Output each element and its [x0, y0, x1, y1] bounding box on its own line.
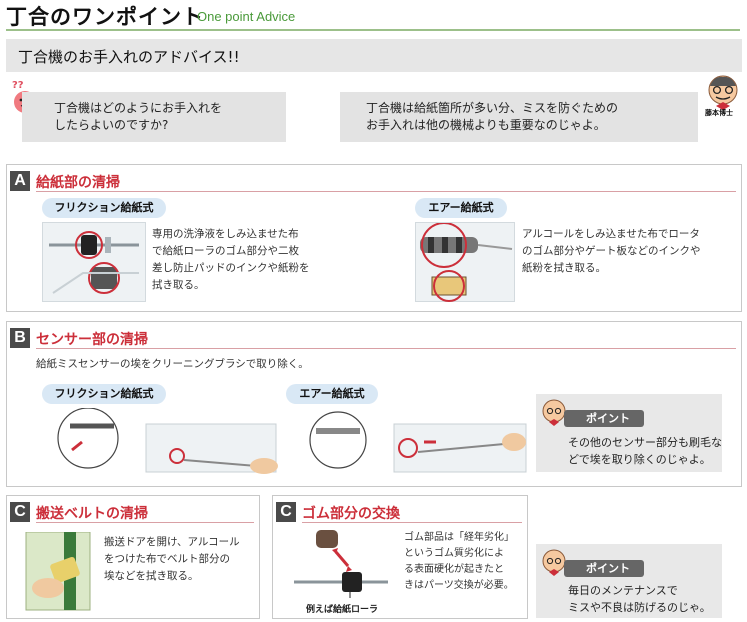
answer-bubble: 丁合機は給紙箇所が多い分、ミスを防ぐための お手入れは他の機械よりも重要なのじゃ… — [340, 92, 698, 142]
section-b-desc: 給紙ミスセンサーの埃をクリーニングブラシで取り除く。 — [36, 358, 309, 370]
desc-line: のゴム部分やゲート板などのインクや — [522, 245, 701, 257]
desc-line: というゴム質劣化によ — [404, 548, 504, 559]
roller-replacement-illustration — [284, 526, 394, 600]
section-b-air-pill: エアー給紙式 — [286, 384, 378, 404]
section-c-rubber-divider — [302, 522, 522, 523]
section-c-belt-letter: C — [10, 502, 30, 522]
section-b-point-box — [536, 394, 722, 472]
section-c-belt-divider — [36, 522, 254, 523]
section-c-rubber-letter: C — [276, 502, 296, 522]
point-line: ミスや不良は防げるのじゃ。 — [568, 601, 711, 614]
subheading-bar — [6, 39, 742, 72]
section-a-friction-desc: 専用の洗浄液をしみ込ませた布 で給紙ローラのゴム部分や二枚 差し防止パッドのイン… — [152, 226, 352, 294]
point-line: その他のセンサー部分も刷毛な — [568, 436, 722, 449]
bottom-point-text: 毎日のメンテナンスで ミスや不良は防げるのじゃ。 — [568, 582, 711, 616]
section-b-letter: B — [10, 328, 30, 348]
belt-cleaning-illustration — [20, 532, 94, 612]
title-divider — [6, 29, 740, 31]
friction-roller-illustration — [42, 222, 146, 302]
friction-sensor-illustration — [56, 408, 278, 476]
air-rotor-illustration — [415, 222, 515, 302]
question-line-1: 丁合機はどのようにお手入れを — [54, 101, 223, 115]
desc-line: 拭き取る。 — [152, 279, 205, 291]
bottom-point-box — [536, 544, 722, 618]
roller-caption: 例えば給紙ローラ — [306, 605, 379, 615]
section-b-point-text: その他のセンサー部分も刷毛な どで埃を取り除くのじゃよ。 — [568, 434, 722, 468]
section-c-rubber-desc: ゴム部品は「経年劣化」 というゴム質劣化によ る表面硬化が起きたと きはパーツ交… — [404, 530, 526, 594]
section-b-friction-pill: フリクション給紙式 — [42, 384, 166, 404]
doctor-face-icon — [702, 72, 744, 120]
question-bubble: 丁合機はどのようにお手入れを したらよいのですか? — [22, 92, 286, 142]
desc-line: で給紙ローラのゴム部分や二枚 — [152, 245, 299, 257]
question-line-2: したらよいのですか? — [54, 118, 169, 132]
section-c-belt-title: 搬送ベルトの清掃 — [36, 506, 148, 522]
section-a-title: 給紙部の清掃 — [36, 175, 120, 191]
desc-line: 埃などを拭き取る。 — [104, 570, 199, 582]
desc-line: 専用の洗浄液をしみ込ませた布 — [152, 228, 299, 240]
svg-text:??: ?? — [12, 80, 24, 91]
air-sensor-illustration — [308, 408, 528, 476]
section-a-divider — [36, 191, 736, 192]
page-title: 丁合のワンポイント — [6, 5, 204, 29]
doctor-label: 藤本博士 — [705, 109, 733, 117]
desc-line: ゴム部品は「経年劣化」 — [404, 532, 514, 543]
desc-line: をつけた布でベルト部分の — [104, 553, 230, 565]
desc-line: 差し防止パッドのインクや紙粉を — [152, 262, 310, 274]
subheading: 丁合機のお手入れのアドバイス!! — [18, 48, 240, 66]
section-c-belt-desc: 搬送ドアを開け、アルコール をつけた布でベルト部分の 埃などを拭き取る。 — [104, 534, 254, 585]
page-subtitle: One point Advice — [197, 9, 296, 24]
section-a-friction-pill: フリクション給紙式 — [42, 198, 166, 218]
desc-line: 搬送ドアを開け、アルコール — [104, 536, 240, 548]
desc-line: 紙粉を拭き取る。 — [522, 262, 606, 274]
section-a-letter: A — [10, 171, 30, 191]
section-b-point-label: ポイント — [564, 410, 644, 427]
section-a-air-pill: エアー給紙式 — [415, 198, 507, 218]
section-c-rubber — [272, 495, 528, 619]
point-line: 毎日のメンテナンスで — [568, 584, 678, 597]
desc-line: る表面硬化が起きたと — [404, 564, 504, 575]
desc-line: きはパーツ交換が必要。 — [404, 580, 514, 591]
bottom-point-label: ポイント — [564, 560, 644, 577]
answer-line-1: 丁合機は給紙箇所が多い分、ミスを防ぐための — [366, 101, 619, 115]
section-c-rubber-title: ゴム部分の交換 — [302, 506, 400, 522]
answer-line-2: お手入れは他の機械よりも重要なのじゃよ。 — [366, 118, 606, 132]
desc-line: アルコールをしみ込ませた布でロータ — [522, 228, 700, 240]
point-line: どで埃を取り除くのじゃよ。 — [568, 453, 711, 466]
section-a-air-desc: アルコールをしみ込ませた布でロータ のゴム部分やゲート板などのインクや 紙粉を拭… — [522, 226, 732, 277]
section-b-divider — [36, 348, 736, 349]
section-b-title: センサー部の清掃 — [36, 332, 148, 348]
